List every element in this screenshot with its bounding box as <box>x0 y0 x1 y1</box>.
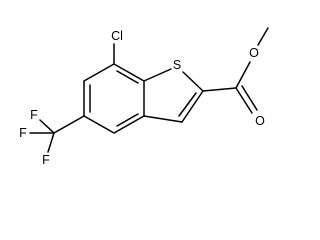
bond-cf3-f-bottom <box>47 132 55 153</box>
double-bond-c7-c7a-inner <box>116 70 139 84</box>
benzene-ring <box>83 63 145 134</box>
double-bond-c3a-c4-inner <box>116 113 139 127</box>
chemical-structure-diagram: Cl S O O F F F <box>19 27 269 167</box>
bond-o-methyl <box>257 27 269 46</box>
bond-c5-cf3 <box>53 115 85 134</box>
bond-c6-c7 <box>83 63 115 82</box>
bond-c3a-c4 <box>113 115 145 134</box>
double-bond-c2-c3-inner <box>178 92 197 117</box>
trifluoromethyl-group <box>29 115 85 153</box>
ester-oxygen-double-label: O <box>255 114 265 128</box>
bond-carbonyl-o-single <box>235 61 251 89</box>
thiophene-ring <box>143 68 204 123</box>
bond-c4-c5 <box>83 115 115 134</box>
bond-s1-c2 <box>182 71 204 92</box>
bond-c7a-s1 <box>143 68 172 82</box>
sulfur-atom-label: S <box>173 58 181 72</box>
ester-oxygen-single-label: O <box>249 46 259 60</box>
methyl-ester-group <box>202 27 269 114</box>
fluorine-atom-label-left: F <box>19 126 27 140</box>
bond-carbonyl-o-double-b <box>241 85 258 111</box>
bond-cf3-f-top <box>39 119 55 134</box>
bond-c2-c3 <box>181 90 204 123</box>
bond-c3-c3a <box>143 115 183 123</box>
fluorine-atom-label-top: F <box>30 108 38 122</box>
chlorine-atom-label: Cl <box>111 29 123 43</box>
bond-c2-carbonyl <box>202 87 237 92</box>
fluorine-atom-label-bottom: F <box>42 153 50 167</box>
bond-c7-c7a <box>113 63 145 82</box>
bond-carbonyl-o-double-a <box>235 87 253 114</box>
